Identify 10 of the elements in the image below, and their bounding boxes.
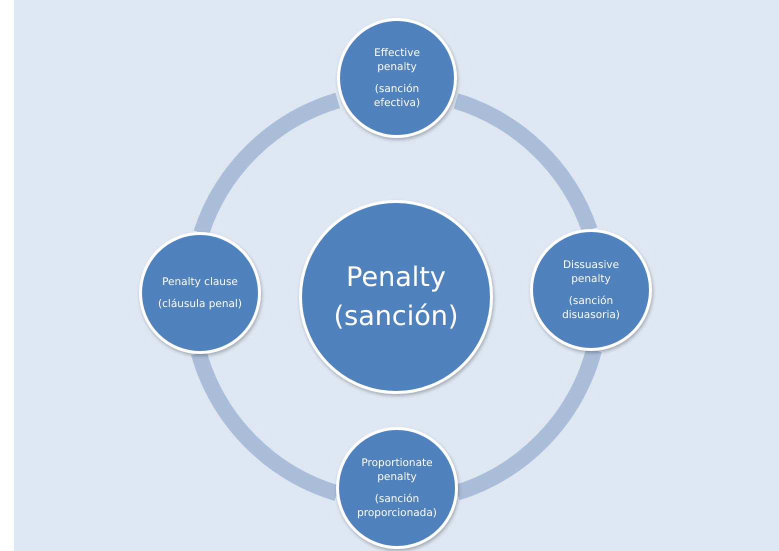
node-subtitle: (sanción) [334, 300, 458, 334]
node-title: Proportionate penalty [360, 456, 434, 484]
node-title: Penalty clause [162, 274, 238, 289]
node-subtitle: (sanción proporcionada) [356, 492, 438, 520]
node-title: Penalty [346, 260, 446, 295]
node-title: Effective penalty [373, 46, 421, 74]
node-title: Dissuasive penalty [562, 258, 620, 286]
node-subtitle: (sanción efectiva) [372, 82, 422, 110]
node-subtitle: (cláusula penal) [158, 297, 242, 312]
node-subtitle: (sanción disuasoria) [561, 294, 621, 322]
